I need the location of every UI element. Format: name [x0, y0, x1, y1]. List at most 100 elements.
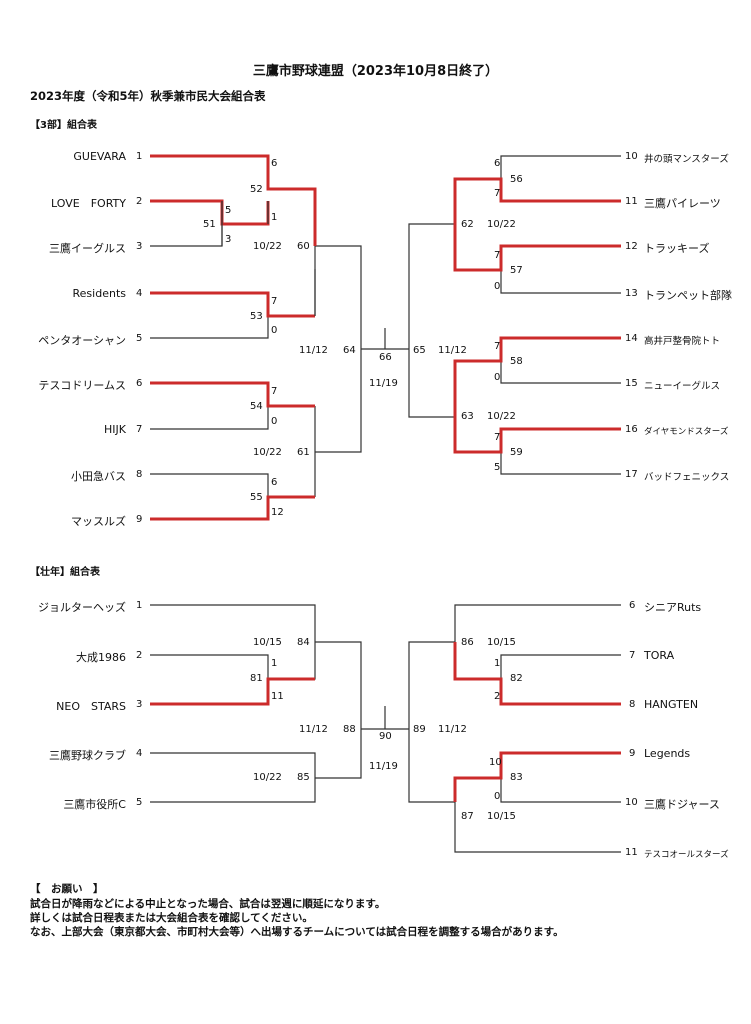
team-number: 2 [136, 650, 143, 661]
score: 7 [494, 432, 501, 443]
team-number: 10 [625, 151, 638, 162]
team-name: ジョルターヘッズ [38, 601, 126, 614]
team-name: マッスルズ [71, 515, 126, 528]
game-number: 53 [250, 311, 263, 322]
team-number: 10 [625, 797, 638, 808]
game-number: 59 [510, 447, 523, 458]
game-date: 11/19 [369, 761, 398, 772]
team-number: 15 [625, 378, 638, 389]
game-date: 10/22 [253, 241, 282, 252]
score: 5 [225, 205, 232, 216]
team-name: 三鷹野球クラブ [49, 749, 126, 762]
score: 6 [271, 158, 278, 169]
team-number: 6 [136, 378, 143, 389]
game-date: 10/22 [253, 447, 282, 458]
game-date: 10/22 [487, 219, 516, 230]
team-name: TORA [644, 649, 675, 662]
game-number: 89 [413, 724, 426, 735]
score: 5 [494, 462, 501, 473]
team-name: HANGTEN [644, 698, 699, 711]
game-number: 82 [510, 673, 523, 684]
game-number: 60 [297, 241, 310, 252]
score: 0 [271, 325, 278, 336]
senior-right-winner-lines [453, 642, 621, 802]
score: 6 [271, 477, 278, 488]
game-number: 64 [343, 345, 356, 356]
game-number: 51 [203, 219, 216, 230]
score: 0 [494, 281, 501, 292]
team-number: 14 [625, 333, 638, 344]
division3-heading: 【3部】組合表 [30, 120, 97, 131]
team-number: 3 [136, 699, 143, 710]
game-number: 90 [379, 731, 392, 742]
score: 0 [271, 416, 278, 427]
senior-heading: 【壮年】組合表 [30, 567, 100, 578]
score: 7 [271, 296, 278, 307]
score: 1 [271, 212, 278, 223]
game-number: 85 [297, 772, 310, 783]
game-number: 62 [461, 219, 474, 230]
team-name: ダイヤモンドスターズ [644, 427, 729, 437]
game-date: 10/22 [253, 772, 282, 783]
team-number: 1 [136, 600, 143, 611]
senior-right-lines [385, 604, 621, 853]
team-name: ニューイーグルス [644, 381, 721, 392]
team-name: 三鷹パイレーツ [644, 197, 721, 210]
team-number: 16 [625, 424, 638, 435]
game-number: 54 [250, 401, 263, 412]
senior-left-winner-lines [150, 677, 315, 706]
team-number: 2 [136, 196, 143, 207]
score: 7 [494, 341, 501, 352]
game-number: 61 [297, 447, 310, 458]
game-number: 84 [297, 637, 310, 648]
score: 7 [494, 250, 501, 261]
team-name: Legends [644, 747, 691, 760]
score: 1 [271, 658, 278, 669]
notes-heading: 【 お願い 】 [30, 883, 104, 895]
div3-right-lines [385, 155, 621, 475]
team-name: トランペット部隊 [644, 289, 732, 302]
game-date: 11/12 [299, 724, 328, 735]
game-date: 10/15 [487, 637, 516, 648]
team-number: 9 [136, 514, 143, 525]
score: 2 [494, 691, 501, 702]
notes-line: なお、上部大会（東京都大会、市町村大会等）へ出場するチームについては試合日程を調… [30, 926, 564, 938]
game-date: 10/22 [487, 411, 516, 422]
team-name: シニアRuts [644, 601, 702, 614]
team-number: 11 [625, 847, 638, 858]
game-date: 11/12 [438, 345, 467, 356]
team-name: 小田急バス [71, 470, 126, 483]
team-name: GUEVARA [73, 150, 126, 163]
game-number: 66 [379, 352, 392, 363]
game-date: 11/19 [369, 378, 398, 389]
team-name: トラッキーズ [644, 242, 710, 255]
team-name: Residents [72, 287, 126, 300]
game-date: 10/15 [487, 811, 516, 822]
game-date: 11/12 [299, 345, 328, 356]
team-number: 4 [136, 748, 143, 759]
team-name: 三鷹ドジャース [644, 798, 720, 811]
team-name: HIJK [104, 423, 126, 436]
team-number: 8 [629, 699, 636, 710]
team-name: 三鷹市役所C [63, 798, 126, 811]
team-number: 7 [136, 424, 143, 435]
team-number: 5 [136, 797, 143, 808]
score: 6 [494, 158, 501, 169]
game-number: 56 [510, 174, 523, 185]
game-number: 83 [510, 772, 523, 783]
team-number: 17 [625, 469, 638, 480]
team-number: 7 [629, 650, 636, 661]
score: 12 [271, 507, 284, 518]
team-name: NEO STARS [56, 700, 126, 713]
team-name: 大成1986 [76, 651, 126, 664]
team-name: テスコドリームス [38, 379, 126, 392]
team-number: 9 [629, 748, 636, 759]
score: 7 [271, 386, 278, 397]
team-name: 三鷹イーグルス [49, 242, 126, 255]
score: 1 [494, 658, 501, 669]
game-number: 57 [510, 265, 523, 276]
game-date: 10/15 [253, 637, 282, 648]
team-number: 4 [136, 288, 143, 299]
team-name: バッドフェニックス [644, 472, 730, 483]
